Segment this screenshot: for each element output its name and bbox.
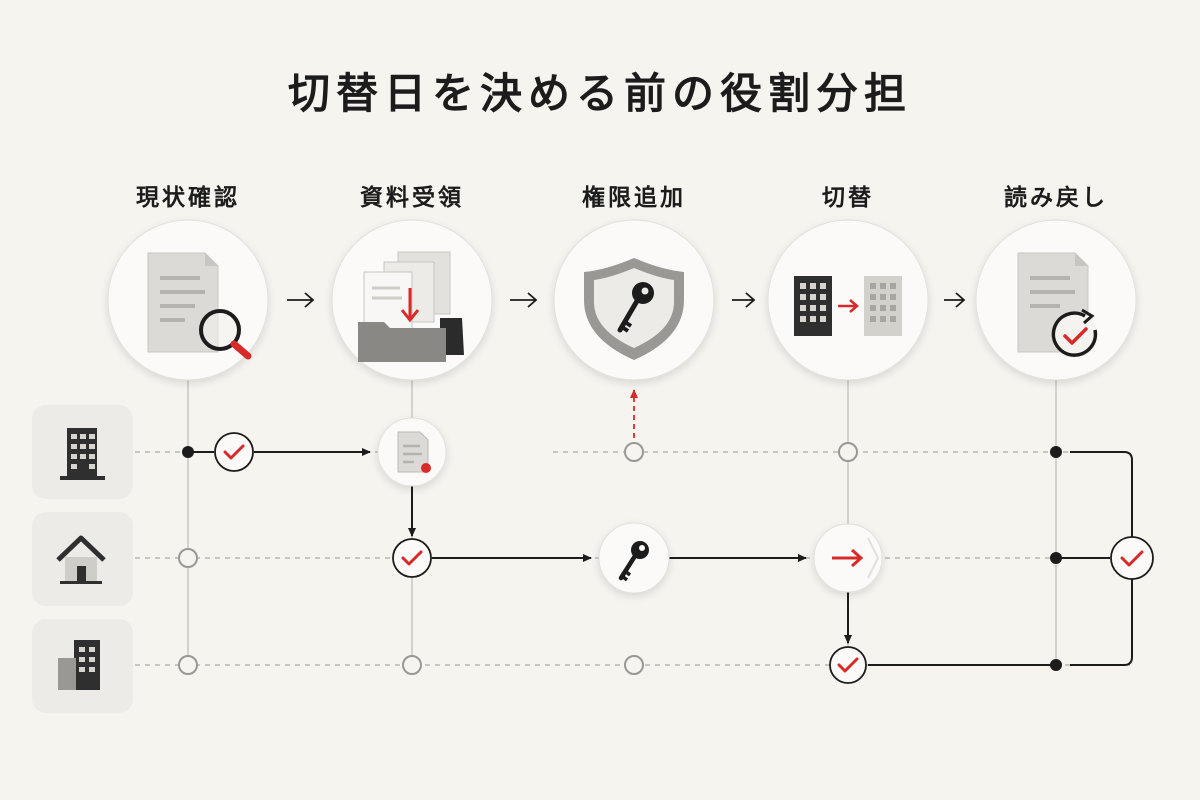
step-label-1: 現状確認: [136, 185, 240, 211]
folder-documents-icon: [358, 251, 464, 362]
office-building-icon: [60, 428, 105, 480]
step-label-2: 資料受領: [360, 185, 464, 211]
document-refresh-check-icon: [1017, 252, 1098, 358]
received-document-node: [377, 417, 447, 487]
check-node-3: [829, 646, 867, 684]
shield-key-icon: [584, 258, 684, 360]
transfer-arrow-node: [813, 523, 883, 593]
step-label-5: 読み戻し: [1004, 185, 1108, 211]
house-icon: [56, 535, 106, 584]
apartment-buildings-icon: [58, 640, 100, 690]
diagram-title: 切替日を決める前の役割分担: [287, 69, 912, 118]
step-arrows: [287, 292, 966, 308]
filled-nodes: [182, 446, 1062, 671]
check-node-final: [1110, 536, 1154, 580]
open-nodes: [178, 442, 858, 675]
check-node-2: [392, 538, 432, 578]
flow-arrows: [188, 448, 1133, 666]
step-label-3: 権限追加: [582, 185, 686, 211]
step-label-4: 切替: [822, 185, 874, 211]
key-node: [598, 522, 670, 594]
building-transfer-icon: [794, 276, 902, 336]
check-node-1: [214, 432, 254, 472]
vertical-guides: [187, 380, 1057, 665]
document-magnifier-icon: [147, 252, 252, 360]
